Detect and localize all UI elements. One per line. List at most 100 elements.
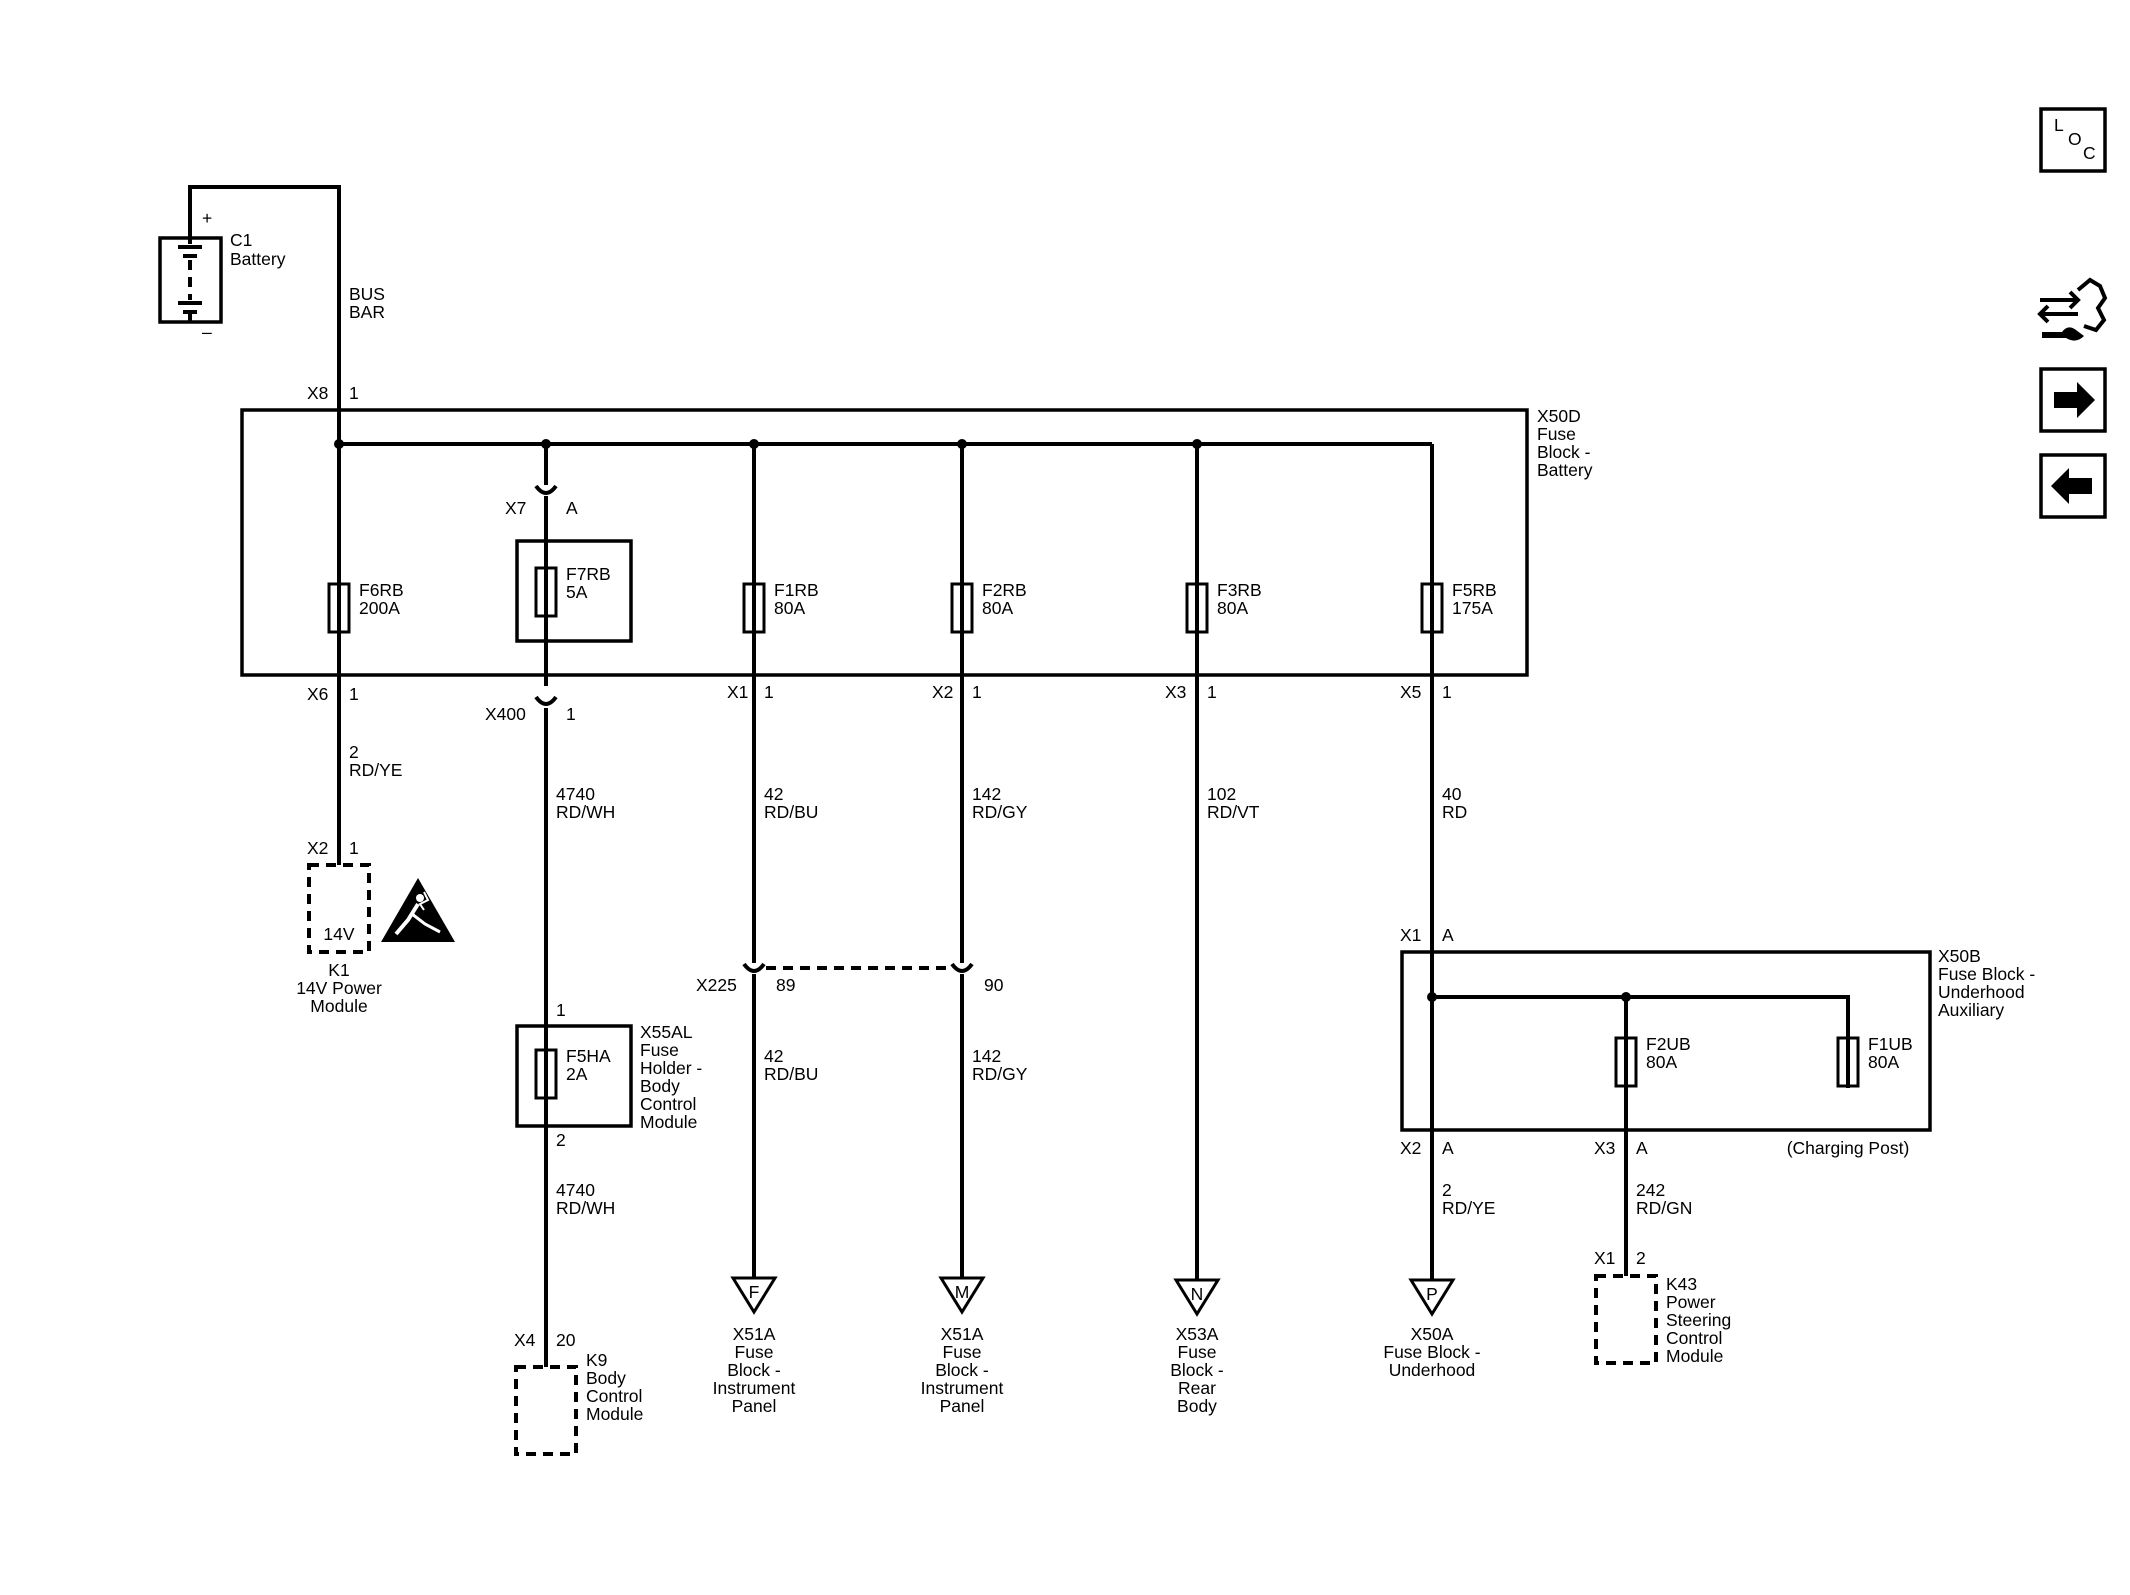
wire-f2rb-color: RD/GY — [972, 802, 1028, 822]
k9-body-control-module: X4 20 K9 Body Control Module — [514, 1330, 643, 1456]
f7rb-rating: 5A — [566, 582, 588, 602]
x3-conn: X3 — [1165, 682, 1186, 702]
k1-conn: X2 — [307, 838, 328, 858]
f5ha-id: F5HA — [566, 1046, 611, 1066]
ref-m-name-3: Block - — [935, 1360, 989, 1380]
k9-name-2: Body — [586, 1368, 626, 1388]
x55al-title-1: X55AL — [640, 1022, 693, 1042]
x6-pin: 1 — [349, 684, 359, 704]
wire-f7rb-circuit: 4740 — [556, 784, 595, 804]
f2ub-id: F2UB — [1646, 1034, 1691, 1054]
loc-button[interactable]: L O C — [2039, 107, 2107, 173]
ref-n-name-3: Block - — [1170, 1360, 1224, 1380]
k1-name-2: 14V Power — [296, 978, 382, 998]
battery-plus: + — [202, 208, 212, 228]
ref-m-name-1: X51A — [941, 1324, 984, 1344]
x225-pin-89: 89 — [776, 975, 795, 995]
f1rb-rating: 80A — [774, 598, 805, 618]
x55al-title-4: Body — [640, 1076, 680, 1096]
x1-pin: 1 — [764, 682, 774, 702]
bus-bar-label-2: BAR — [349, 302, 385, 322]
f2rb-id: F2RB — [982, 580, 1027, 600]
x55al-title-3: Holder - — [640, 1058, 702, 1078]
x225-connector: X225 89 90 — [696, 952, 1004, 1278]
ref-f-letter: F — [749, 1282, 760, 1302]
k9-name-1: K9 — [586, 1350, 607, 1370]
f1ub-id: F1UB — [1868, 1034, 1913, 1054]
ref-n-name-4: Rear — [1178, 1378, 1216, 1398]
wire-f5rb-color: RD — [1442, 802, 1467, 822]
k43-name-1: K43 — [1666, 1274, 1697, 1294]
f6rb-id: F6RB — [359, 580, 404, 600]
k43-name-3: Steering — [1666, 1310, 1731, 1330]
x2-conn: X2 — [932, 682, 953, 702]
x400-conn: X400 — [485, 704, 526, 724]
ref-p-name-3: Underhood — [1389, 1360, 1476, 1380]
x2-pin: 1 — [972, 682, 982, 702]
ref-p-name-2: Fuse Block - — [1383, 1342, 1480, 1362]
f5rb-rating: 175A — [1452, 598, 1493, 618]
ref-m-name-4: Instrument — [921, 1378, 1004, 1398]
k43-conn: X1 — [1594, 1248, 1615, 1268]
wire-f2ub-circuit: 2 — [1442, 1180, 1452, 1200]
prev-page-button[interactable] — [2039, 453, 2107, 519]
loc-letter-c: C — [2083, 143, 2096, 163]
f6rb-rating: 200A — [359, 598, 400, 618]
k43-power-steering-module: X1 2 K43 Power Steering Control Module — [1594, 1248, 1731, 1366]
f5rb-id: F5RB — [1452, 580, 1497, 600]
ref-m-name-2: Fuse — [943, 1342, 982, 1362]
x50b-input-conn: X1 — [1400, 925, 1421, 945]
offpage-ref-f: F X51A Fuse Block - Instrument Panel — [713, 1276, 795, 1416]
ref-n-name-2: Fuse — [1178, 1342, 1217, 1362]
fuse-block-aux: X1 A X50B Fuse Block - Underhood Auxilia… — [1400, 925, 2035, 1276]
x50b-x2-pin: A — [1442, 1138, 1454, 1158]
bus-bar-wire — [188, 185, 341, 444]
f2rb-rating: 80A — [982, 598, 1013, 618]
ref-p-letter: P — [1426, 1284, 1438, 1304]
k9-conn: X4 — [514, 1330, 536, 1350]
wire-f6rb-circuit: 2 — [349, 742, 359, 762]
f1ub-rating: 80A — [1868, 1052, 1899, 1072]
k43-name-5: Module — [1666, 1346, 1723, 1366]
fuse-holder-body-control: 1 2 F5HA 2A X55AL Fuse Holder - Body Con… — [515, 1000, 702, 1150]
x225-conn: X225 — [696, 975, 737, 995]
ref-m-letter: M — [955, 1282, 970, 1302]
x5-conn: X5 — [1400, 682, 1421, 702]
x55al-title-5: Control — [640, 1094, 696, 1114]
wire-f2ub-color: RD/YE — [1442, 1198, 1495, 1218]
k43-pin: 2 — [1636, 1248, 1646, 1268]
x55al-pin-2: 2 — [556, 1130, 566, 1150]
k9-name-4: Module — [586, 1404, 643, 1424]
ref-f-name-5: Panel — [732, 1396, 777, 1416]
x50d-input-pin: 1 — [349, 383, 359, 403]
wire-x225-b-color: RD/GY — [972, 1064, 1028, 1084]
x50d-input-conn: X8 — [307, 383, 328, 403]
ref-n-letter: N — [1191, 1284, 1204, 1304]
wire-f5rb-circuit: 40 — [1442, 784, 1462, 804]
x50b-title-3: Underhood — [1938, 982, 2025, 1002]
charging-post-label: (Charging Post) — [1787, 1138, 1910, 1158]
x50b-title-4: Auxiliary — [1938, 1000, 2004, 1020]
next-page-button[interactable] — [2039, 367, 2107, 433]
bus-bar-label-1: BUS — [349, 284, 385, 304]
wire-f2rb-circuit: 142 — [972, 784, 1001, 804]
loc-letter-o: O — [2068, 129, 2082, 149]
k1-name-1: K1 — [328, 960, 349, 980]
x225-pin-90: 90 — [984, 975, 1004, 995]
f1rb-id: F1RB — [774, 580, 819, 600]
k43-name-2: Power — [1666, 1292, 1716, 1312]
f2ub-rating: 80A — [1646, 1052, 1677, 1072]
x50b-input-pin: A — [1442, 925, 1454, 945]
k43-name-4: Control — [1666, 1328, 1722, 1348]
wire-f1rb-circuit: 42 — [764, 784, 783, 804]
x55al-title-6: Module — [640, 1112, 697, 1132]
x1-conn: X1 — [727, 682, 748, 702]
x7-pin: A — [566, 498, 578, 518]
wire-f5ha-color: RD/WH — [556, 1198, 615, 1218]
connector-wrench-icon[interactable] — [2037, 277, 2108, 341]
offpage-ref-p: P X50A Fuse Block - Underhood — [1383, 1278, 1481, 1380]
fuse-block-battery: X8 1 X50D Fuse Block - Battery F6RB 200A… — [240, 383, 1593, 1367]
wire-f3rb-circuit: 102 — [1207, 784, 1236, 804]
x50d-title-2: Fuse — [1537, 424, 1576, 444]
